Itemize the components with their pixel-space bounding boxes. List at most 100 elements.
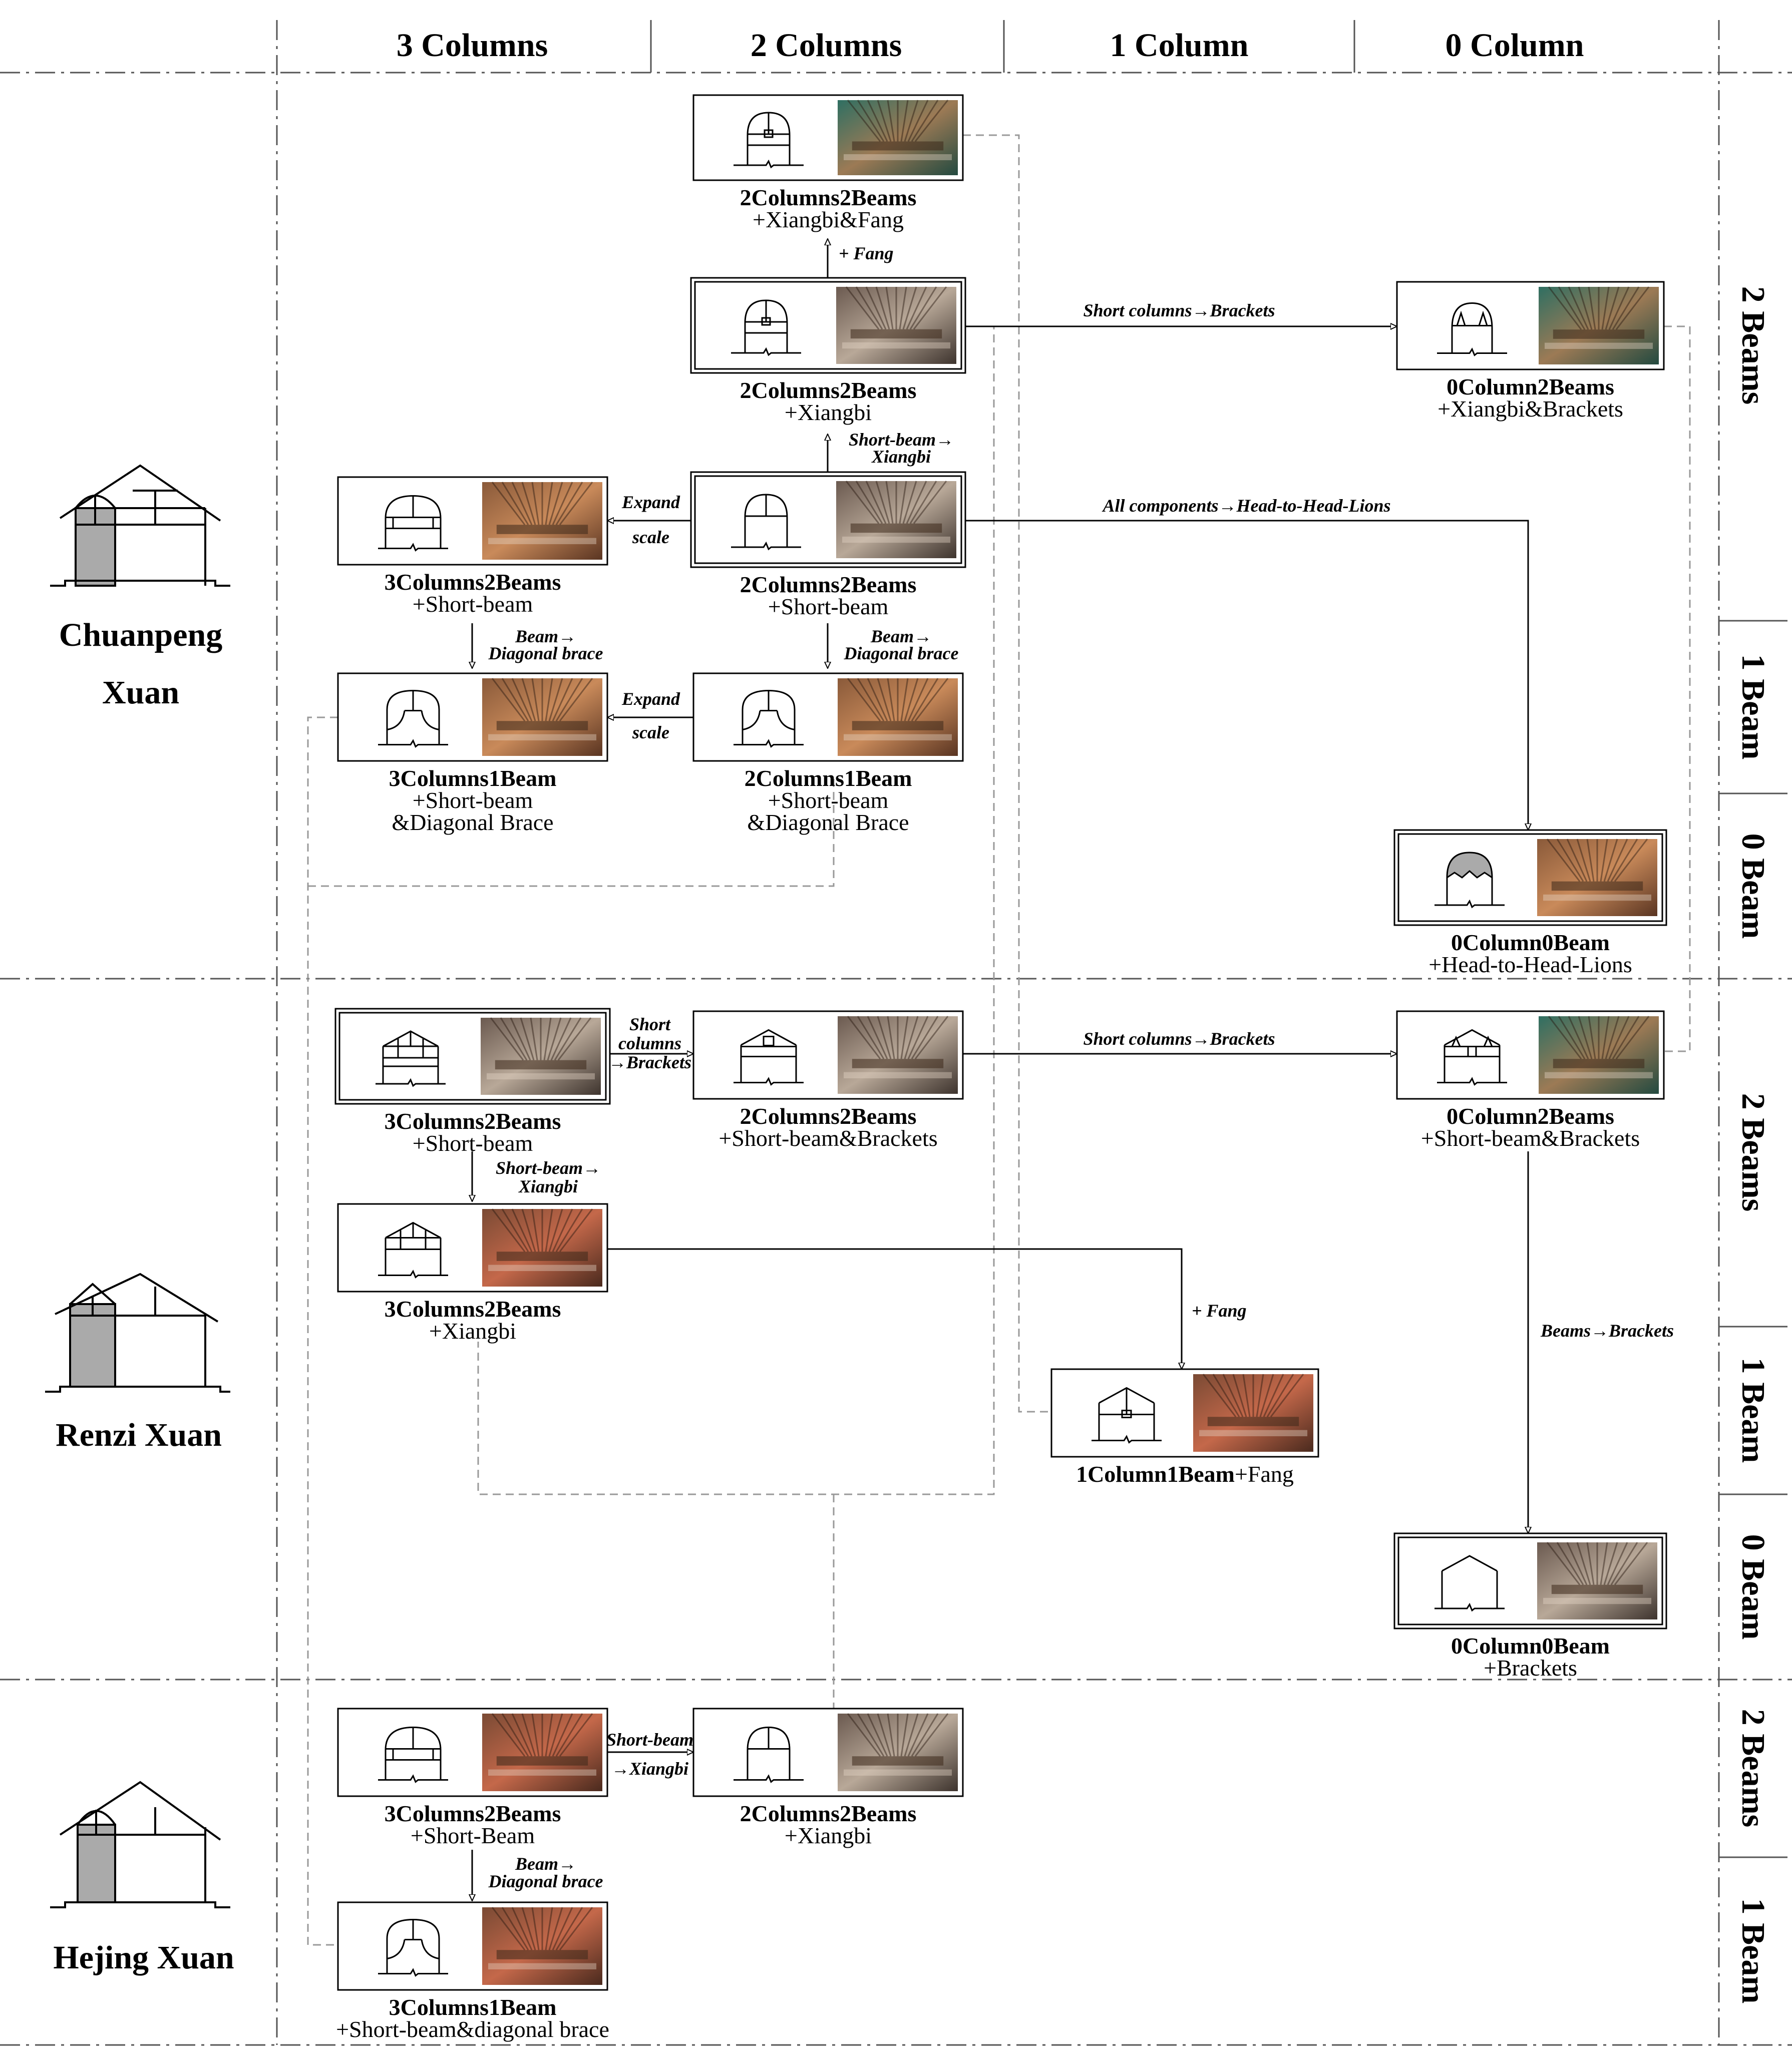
header-2-columns: 2 Columns — [751, 27, 902, 64]
beam-label: 2 Beams — [1735, 286, 1771, 404]
structure-photo — [482, 1907, 602, 1985]
node-subtitle: +Brackets — [1484, 1655, 1577, 1681]
node-card: 3Columns2Beams+Short-beam — [334, 1008, 611, 1156]
node-card: 2Columns2Beams+Xiangbi&Fang — [692, 94, 964, 232]
node-inner-frame — [338, 1012, 607, 1101]
structure-diagram-icon — [378, 1726, 448, 1783]
arrow-all-components — [963, 520, 1528, 830]
header-1-column: 1 Column — [1110, 27, 1249, 64]
solid-arrows — [472, 239, 1528, 1901]
structure-diagram-icon — [1435, 1555, 1505, 1612]
node-title: 3Columns2Beams — [385, 1108, 561, 1134]
node-subtitle: +Short-Beam — [411, 1823, 535, 1848]
annotation: Short columns→Brackets — [1083, 1029, 1275, 1049]
structure-diagram-icon — [734, 689, 804, 748]
node-title: 3Columns2Beams — [385, 569, 561, 595]
annotation: Short-beam→ — [496, 1158, 601, 1178]
annotation: Expand — [621, 689, 680, 709]
structure-photo — [838, 1016, 958, 1094]
annotation: Beam→ — [870, 626, 932, 646]
node-title: 2Columns2Beams — [740, 377, 917, 403]
node-title: 3Columns1Beam — [389, 1994, 557, 2020]
node-subtitle: +Short-beam — [413, 591, 533, 617]
node-card: 0Column2Beams+Short-beam&Brackets — [1396, 1010, 1665, 1151]
node-subtitle: +Short-beam — [413, 1130, 533, 1156]
structure-photo — [1537, 1542, 1657, 1619]
structure-diagram-icon — [378, 689, 448, 748]
node-card: 0Column0Beam+Head-to-Head-Lions — [1393, 829, 1667, 977]
node-subtitle: +Xiangbi&Fang — [753, 207, 904, 232]
header-dividers — [650, 20, 1355, 73]
structure-photo — [1539, 1016, 1659, 1094]
annotation: →Brackets — [608, 1052, 691, 1072]
node-subtitle: +Xiangbi — [785, 399, 872, 425]
annotation: + Fang — [1192, 1301, 1247, 1321]
node-subtitle: +Short-beam&diagonal brace — [336, 2016, 609, 2042]
node-title: 1Column1Beam — [1076, 1461, 1235, 1487]
structure-diagram-icon — [731, 299, 801, 356]
node-subtitle: +Short-beam — [413, 787, 533, 813]
node-subtitle: +Short-beam&Brackets — [719, 1125, 937, 1151]
node-card: 3Columns1Beam+Short-beam&diagonal brace — [336, 1901, 609, 2042]
annotation: Beam→ — [515, 1854, 576, 1874]
node-title: 0Column2Beams — [1447, 374, 1614, 399]
node-title: 2Columns2Beams — [740, 1801, 917, 1826]
structure-photo — [482, 1208, 602, 1287]
structure-diagram-icon — [731, 494, 801, 551]
structure-photo — [481, 1017, 601, 1095]
node-inner-frame — [1397, 833, 1663, 922]
structure-diagram-icon — [1092, 1387, 1162, 1444]
node-subtitle: +Head-to-Head-Lions — [1428, 952, 1632, 977]
node-title: 3Columns1Beam — [389, 765, 557, 791]
structure-diagram-icon — [378, 1918, 448, 1977]
arrow-fang-right — [607, 1248, 1182, 1369]
annotation: Diagonal brace — [488, 1871, 603, 1891]
style-name-chuanpeng-2: Xuan — [102, 674, 179, 711]
renzi-house-icon — [45, 1273, 230, 1393]
header-0-column: 0 Column — [1446, 27, 1584, 64]
beam-dividers — [1719, 620, 1787, 1858]
style-name-hejing: Hejing Xuan — [53, 1939, 234, 1976]
structure-diagram-icon — [734, 112, 804, 169]
node-subtitle: +Xiangbi — [785, 1823, 872, 1848]
structure-diagram-icon — [378, 495, 448, 552]
beam-label: 1 Beam — [1735, 654, 1771, 760]
beam-label: 1 Beam — [1735, 1358, 1771, 1463]
node-subtitle: +Xiangbi&Brackets — [1438, 396, 1623, 422]
node-card: 2Columns2Beams+Short-beam — [690, 471, 966, 619]
annotation: All components→Head-to-Head-Lions — [1102, 496, 1391, 516]
structure-photo — [482, 482, 602, 560]
annotation: Diagonal brace — [844, 643, 959, 663]
structure-photo — [482, 678, 602, 756]
style-hejing: Hejing Xuan — [50, 1781, 234, 1976]
annotation: + Fang — [839, 243, 894, 263]
node-card: 2Columns2Beams+Xiangbi — [690, 277, 966, 425]
node-title: 3Columns2Beams — [385, 1801, 561, 1826]
annotation: Expand — [621, 492, 680, 512]
node-card: 2Columns2Beams+Xiangbi — [692, 1708, 964, 1848]
node-subtitle-2: &Diagonal Brace — [392, 809, 553, 835]
style-name-renzi: Renzi Xuan — [56, 1417, 222, 1453]
annotation: Beams→Brackets — [1540, 1321, 1674, 1341]
grid-lines — [0, 20, 1792, 2046]
node-card: 0Column2Beams+Xiangbi&Brackets — [1396, 281, 1665, 422]
annotation: Short-beam — [606, 1730, 693, 1750]
structure-photo — [836, 481, 956, 558]
annotation: scale — [632, 527, 669, 547]
structure-photo — [1537, 839, 1657, 916]
annotation: Short columns→Brackets — [1083, 300, 1275, 320]
annotation: columns — [618, 1033, 681, 1053]
annotation: scale — [632, 722, 669, 742]
annotation: Short — [629, 1014, 671, 1034]
node-inner-frame — [694, 281, 962, 370]
annotation: Beam→ — [515, 626, 576, 646]
structure-photo — [1193, 1374, 1313, 1452]
structure-diagram-icon — [734, 1726, 804, 1783]
structure-diagram-icon — [1437, 1029, 1507, 1086]
annotation: Diagonal brace — [488, 643, 603, 663]
node-card: 3Columns2Beams+Xiangbi — [337, 1203, 608, 1344]
node-card: 1Column1Beam+Fang — [1050, 1368, 1319, 1487]
structure-photo — [838, 100, 958, 175]
node-subtitle: +Xiangbi — [429, 1318, 516, 1344]
